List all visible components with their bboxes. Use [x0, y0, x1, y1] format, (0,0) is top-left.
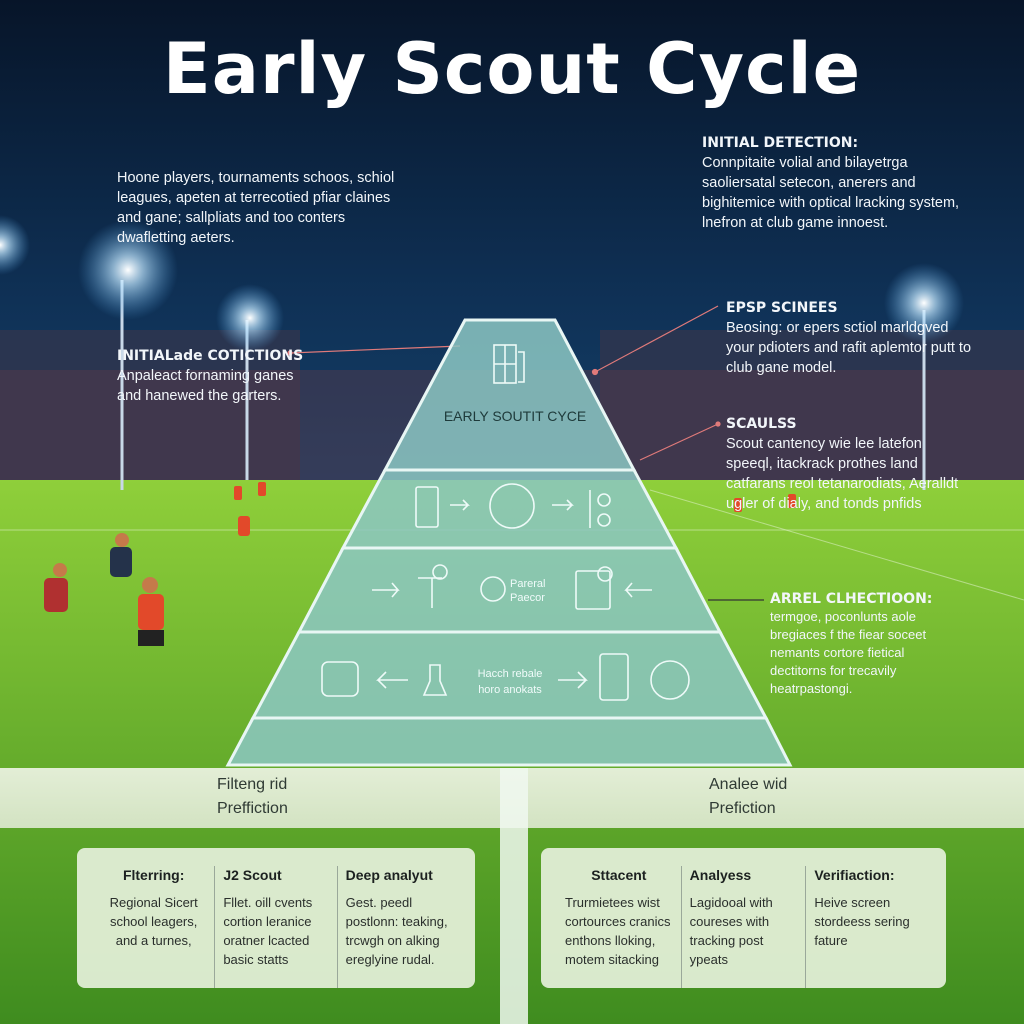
nodes-icon: [589, 490, 611, 528]
phone-icon: [415, 486, 439, 528]
note-body: Scout cantency wie lee latefon speeql, i…: [726, 436, 959, 512]
column-body: Fllet. oill cvents cortion leranice orat…: [223, 895, 313, 967]
filtering-card: Flterring: Regional Sicert school leagers…: [77, 848, 475, 988]
note-heading: EPSP SCINEES: [726, 300, 838, 316]
label-line: Analee wid: [709, 776, 788, 793]
epsp-note: EPSP SCINEES Beosing: or epers sctiol ma…: [726, 298, 976, 378]
column-heading: Sttacent: [591, 867, 647, 883]
column-body: Trurmietees wist cortources cranics enth…: [565, 895, 671, 967]
initial-collections-note: INITIALade COTICTIONS Anpaleact fornamin…: [117, 346, 317, 406]
column-heading: Deep analyut: [345, 867, 433, 883]
label-line: Preffiction: [217, 800, 288, 817]
stands-left: [0, 330, 300, 490]
floodlight-left: [0, 215, 284, 490]
arrow-right-icon: [552, 499, 574, 511]
label-line: horo anokats: [478, 684, 542, 696]
intro-note: Hoone players, tournaments schoos, schio…: [117, 168, 397, 248]
note-body: termgoe, poconlunts aole bregiaces f the…: [770, 609, 927, 696]
pyramid-tier4-label: Hacch rebale horo anokats: [470, 666, 550, 698]
trophy-icon: [422, 664, 448, 696]
card-column: Flterring: Regional Sicert school leagers…: [93, 866, 214, 988]
building-chart-icon: [493, 344, 525, 384]
column-body: Heive screen stordeess sering fature: [814, 895, 910, 948]
label-line: Filteng rid: [217, 776, 288, 793]
column-body: Lagidooal with coureses with tracking po…: [689, 895, 773, 967]
pyramid-base: [225, 716, 793, 767]
initial-detection-note: INITIAL DETECTION: Connpitaite volial an…: [702, 133, 972, 233]
note-body: Hoone players, tournaments schoos, schio…: [117, 170, 395, 246]
label-line: Paecor: [510, 592, 545, 604]
column-body: Regional Sicert school leagers, and a tu…: [109, 895, 198, 948]
ball-icon: [480, 576, 506, 602]
column-heading: J2 Scout: [223, 867, 282, 883]
note-body: Beosing: or epers sctiol marldgved your …: [726, 320, 972, 376]
column-heading: Verifiaction:: [814, 867, 895, 883]
banner-divider: [500, 768, 528, 1024]
label-line: Hacch rebale: [477, 668, 543, 680]
scauls-note: SCAULSS Scout cantency wie lee latefon s…: [726, 414, 966, 514]
arrow-right-icon: [372, 582, 400, 598]
page-title: Early Scout Cycle: [162, 28, 862, 110]
arrow-left-icon: [624, 582, 652, 598]
column-body: Gest. peedl postlonn: teaking, trcwgh on…: [345, 895, 448, 967]
label-line: Prefiction: [709, 800, 776, 817]
arrel-collection-note: ARREL CLHECTIOON: termgoe, poconlunts ao…: [770, 590, 960, 698]
stands-right: [600, 330, 1024, 490]
globe-icon: [489, 483, 535, 529]
players: [44, 482, 796, 646]
pyramid-tier-2: [340, 468, 679, 550]
note-body: Connpitaite volial and bilayetrga saolie…: [702, 155, 960, 231]
banner-left-label: Filteng rid Preffiction: [217, 773, 288, 821]
note-body: Anpaleact fornaming ganes and hanewed th…: [117, 368, 294, 404]
wave-circle-icon: [650, 660, 690, 700]
arrow-right-icon: [450, 499, 470, 511]
pyramid-tier3-label: Pareral Paecor: [510, 577, 545, 605]
tactics-board-icon: [575, 566, 613, 610]
banner-right-label: Analee wid Prefiction: [709, 773, 787, 821]
card-column: Verifiaction: Heive screen stordeess seri…: [805, 866, 930, 988]
label-line: Pareral: [510, 578, 546, 590]
calendar-icon: [321, 661, 359, 697]
tablet-icon: [599, 653, 629, 701]
arrow-left-icon: [376, 671, 408, 689]
player-icon: [418, 564, 448, 608]
note-heading: INITIAL DETECTION:: [702, 135, 859, 151]
column-heading: Analyess: [689, 867, 752, 883]
arrow-right-icon: [558, 671, 588, 689]
note-heading: INITIALade COTICTIONS: [117, 348, 304, 364]
note-heading: ARREL CLHECTIOON:: [770, 591, 933, 607]
connector-lines: [287, 305, 764, 601]
floodlight-right: [884, 263, 964, 490]
note-heading: SCAULSS: [726, 416, 797, 432]
pyramid: [225, 318, 793, 767]
pyramid-top-label: EARLY SOUTIT CYCE: [443, 408, 587, 424]
column-heading: Flterring:: [122, 867, 185, 883]
